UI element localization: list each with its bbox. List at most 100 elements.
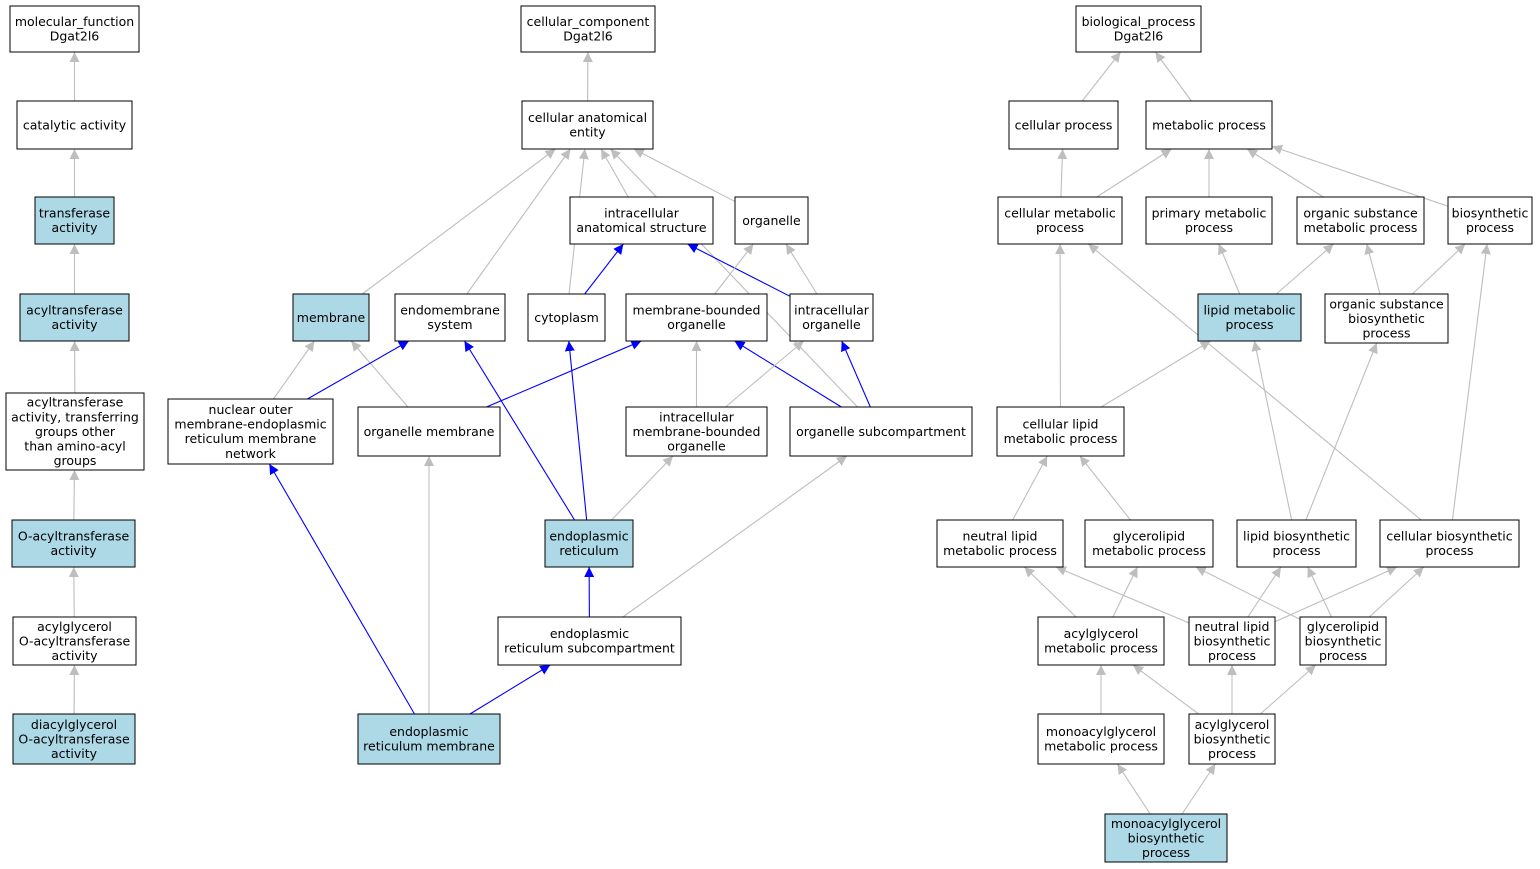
term-label-line: anatomical structure bbox=[576, 220, 706, 235]
term-label-line: activity bbox=[51, 317, 98, 332]
term-node-cp[interactable]: cellular process bbox=[1008, 100, 1119, 150]
term-box bbox=[497, 616, 682, 666]
term-box bbox=[734, 196, 809, 245]
term-label-line: metabolic process bbox=[1092, 543, 1206, 558]
term-box bbox=[625, 406, 768, 457]
term-label-line: Dgat2l6 bbox=[1114, 29, 1164, 44]
term-node-osub[interactable]: organelle subcompartment bbox=[789, 406, 973, 457]
term-box bbox=[34, 196, 115, 245]
term-box bbox=[1324, 293, 1449, 344]
term-label-line: glycerolipid bbox=[1307, 619, 1379, 634]
edge-mem-to-cae bbox=[361, 148, 556, 295]
term-label-line: cellular anatomical bbox=[528, 110, 647, 125]
edge-osbp-to-bsp bbox=[1411, 243, 1466, 295]
term-label-line: acylglycerol bbox=[1195, 717, 1270, 732]
term-label-line: groups bbox=[54, 453, 97, 468]
term-node-cat[interactable]: catalytic activity bbox=[16, 100, 133, 150]
term-label-line: cytoplasm bbox=[534, 310, 599, 325]
term-node-mem[interactable]: membrane bbox=[292, 293, 370, 342]
term-label-line: organelle subcompartment bbox=[796, 424, 966, 439]
term-label-line: molecular_function bbox=[15, 14, 134, 29]
edge-osub-to-mbo bbox=[734, 340, 842, 408]
term-box bbox=[1075, 5, 1202, 53]
term-box bbox=[1188, 616, 1276, 666]
edge-osub-to-cae bbox=[610, 148, 858, 408]
edge-cbp-to-bsp bbox=[1451, 243, 1491, 521]
term-box bbox=[1008, 100, 1119, 150]
term-label-line: activity, transferring bbox=[11, 409, 139, 424]
term-box bbox=[1197, 293, 1302, 342]
term-label-line: O-acyltransferase bbox=[19, 633, 131, 648]
term-box bbox=[167, 398, 334, 465]
edge-mp-to-bp bbox=[1154, 51, 1192, 102]
edge-oacyl-to-acyl2 bbox=[69, 469, 80, 521]
edge-ias-to-cae bbox=[600, 148, 629, 198]
term-label-line: reticulum bbox=[559, 543, 618, 558]
term-box bbox=[996, 406, 1125, 457]
term-node-mp[interactable]: metabolic process bbox=[1145, 100, 1273, 150]
term-box bbox=[5, 392, 145, 471]
term-label-line: metabolic process bbox=[1044, 739, 1158, 754]
edge-cyto-to-ias bbox=[584, 243, 624, 295]
term-box bbox=[292, 293, 370, 342]
edge-er-to-endo bbox=[463, 340, 576, 521]
term-label-line: groups other bbox=[35, 424, 116, 439]
term-label-line: metabolic process bbox=[1304, 220, 1418, 235]
term-label-line: organelle bbox=[667, 317, 726, 332]
term-label-line: process bbox=[1208, 648, 1256, 663]
term-box bbox=[1447, 196, 1533, 245]
edge-nlbp-to-nlmp bbox=[1055, 566, 1190, 624]
edge-agoat-to-oacyl bbox=[68, 566, 79, 618]
term-label-line: membrane-endoplasmic bbox=[174, 417, 326, 432]
term-node-cyto[interactable]: cytoplasm bbox=[527, 293, 606, 342]
edge-om-to-mem bbox=[350, 340, 409, 408]
term-label-line: O-acyltransferase bbox=[18, 731, 130, 746]
term-label-line: neutral lipid bbox=[963, 529, 1038, 544]
term-node-nom[interactable]: nuclear outermembrane-endoplasmicreticul… bbox=[167, 398, 334, 465]
term-label-line: organelle membrane bbox=[364, 424, 495, 439]
edge-osub-to-io bbox=[841, 340, 871, 408]
term-label-line: transferase bbox=[39, 206, 111, 221]
edge-ersub-to-osub bbox=[622, 455, 848, 618]
term-box bbox=[789, 293, 874, 342]
term-box bbox=[569, 196, 714, 245]
term-node-org[interactable]: organelle bbox=[734, 196, 809, 245]
term-label-line: biosynthetic bbox=[1194, 731, 1271, 746]
term-node-om[interactable]: organelle membrane bbox=[357, 406, 501, 457]
